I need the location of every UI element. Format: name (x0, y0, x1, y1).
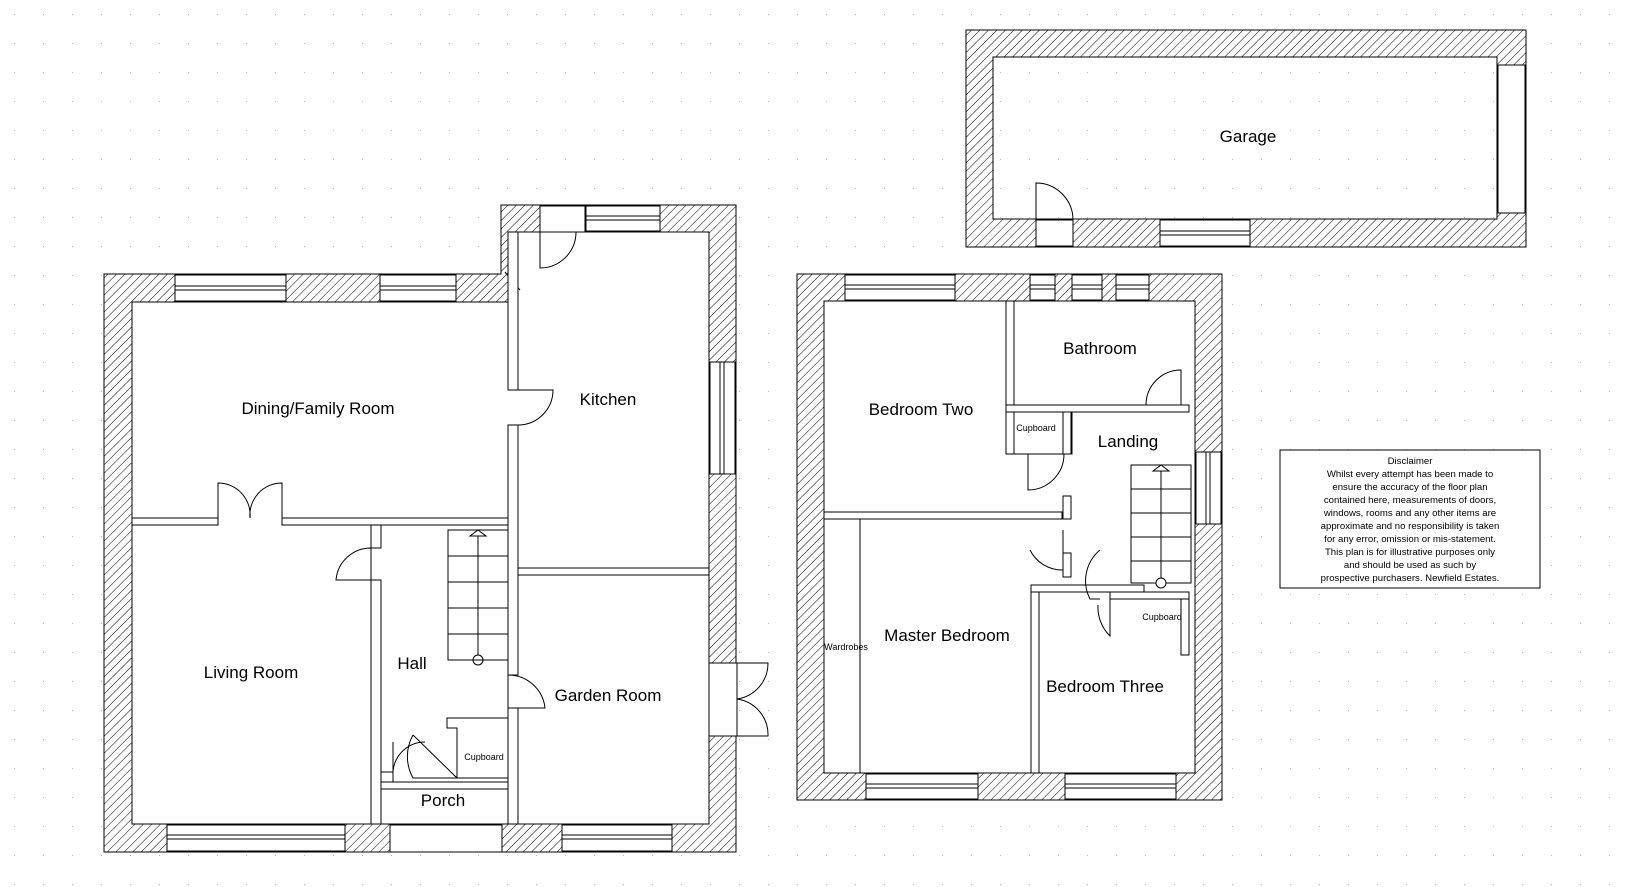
wall (1062, 552, 1072, 578)
wall (380, 771, 394, 783)
wall (1062, 495, 1072, 520)
disclaimer-line: approximate and no responsibility is tak… (1321, 521, 1500, 532)
room-label-bathroom: Bathroom (1063, 339, 1137, 358)
disclaimer-line: Whilst every attempt has been made to (1327, 469, 1493, 480)
door-swing (1027, 453, 1065, 491)
door-swing (507, 674, 546, 709)
window (844, 274, 956, 301)
window (1071, 274, 1103, 301)
wall (1180, 598, 1190, 656)
door-swing (406, 734, 459, 779)
disclaimer-box: Disclaimer Whilst every attempt has been… (1279, 449, 1541, 589)
garage-walls (965, 29, 1527, 248)
room-label-bedroom-two: Bedroom Two (869, 400, 974, 419)
wardrobes-label: Wardrobes (824, 642, 868, 652)
door-opening (708, 662, 738, 737)
garage-door (1497, 64, 1526, 214)
disclaimer-line: This plan is for illustrative purposes o… (1325, 547, 1495, 558)
window (561, 824, 673, 852)
wall (507, 424, 519, 676)
wall (380, 781, 509, 790)
cupboard-label: Cupboard (1142, 612, 1182, 622)
wall (1062, 411, 1072, 455)
cupboard-label: Cupboard (464, 752, 504, 762)
wall (507, 707, 519, 825)
door-swing (1029, 530, 1064, 571)
door-swing (539, 231, 577, 269)
wall (517, 567, 710, 576)
door-opening (539, 205, 586, 233)
first-floor (796, 273, 1223, 801)
room-label-bedroom-three: Bedroom Three (1046, 677, 1164, 696)
window (865, 773, 979, 800)
disclaimer-line: ensure the accuracy of the floor plan (1332, 482, 1487, 493)
window (585, 205, 661, 232)
ground-floor (103, 204, 769, 853)
door-swing (335, 547, 372, 581)
disclaimer-line: prospective purchasers. Newfield Estates… (1321, 573, 1500, 584)
door-swing (517, 389, 554, 426)
window (709, 361, 736, 475)
wall (507, 231, 519, 391)
room-label-kitchen: Kitchen (580, 390, 637, 409)
room-label-landing: Landing (1098, 432, 1159, 451)
wall (1005, 300, 1015, 406)
wall (370, 579, 382, 825)
garage (965, 29, 1527, 248)
window (1115, 274, 1150, 301)
room-label-hall: Hall (397, 654, 426, 673)
wall (1109, 591, 1190, 600)
door-swing (1035, 182, 1074, 221)
room-label-dining-family: Dining/Family Room (241, 399, 394, 418)
window (1029, 274, 1056, 301)
ground-floor-interior (131, 231, 710, 825)
disclaimer-line: contained here, measurements of doors, (1324, 495, 1496, 506)
window (1159, 219, 1251, 247)
door-swing (709, 698, 769, 737)
window (379, 274, 457, 302)
front-door-opening (389, 824, 503, 853)
disclaimer-line: windows, rooms and any other items are (1323, 508, 1496, 519)
door-swing (1097, 599, 1111, 638)
door-swing (392, 741, 426, 773)
window (1195, 451, 1222, 525)
cupboard-label: Cupboard (1016, 423, 1056, 433)
disclaimer-line: for any error, omission or mis-statement… (1324, 534, 1496, 545)
wall (370, 524, 382, 549)
room-label-porch: Porch (421, 791, 465, 810)
window (166, 824, 346, 852)
room-label-master-bedroom: Master Bedroom (884, 626, 1010, 645)
disclaimer-title: Disclaimer (1388, 456, 1434, 467)
staircase (1130, 464, 1192, 589)
wall (823, 511, 1063, 520)
wall (131, 517, 219, 526)
wall (1005, 411, 1015, 455)
door-swing (249, 482, 283, 519)
wall (1030, 584, 1040, 774)
staircase (447, 529, 509, 666)
disclaimer-line: and should be used as such by (1344, 560, 1476, 571)
door-swing (1085, 549, 1101, 600)
wall (1005, 404, 1190, 413)
door-opening (1035, 219, 1074, 247)
window (174, 274, 287, 302)
wall (1030, 584, 1145, 593)
wall (281, 517, 509, 526)
door-swing (709, 662, 769, 700)
room-label-garage: Garage (1220, 127, 1277, 146)
door-swing (1145, 369, 1182, 406)
room-label-garden: Garden Room (555, 686, 662, 705)
window (1064, 773, 1177, 800)
room-label-living: Living Room (204, 663, 299, 682)
